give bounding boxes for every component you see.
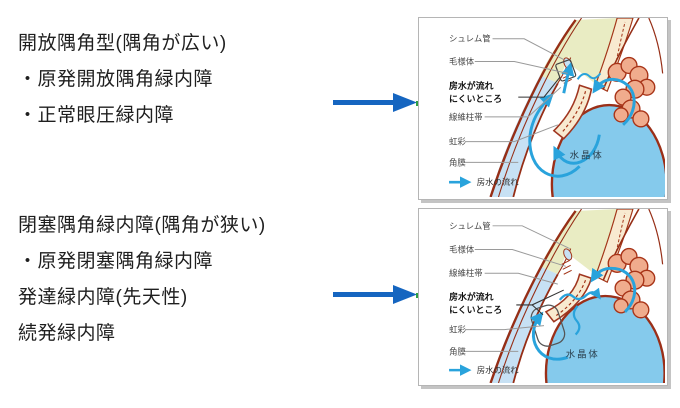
lens-label: 水晶体 [566,348,600,359]
flow-legend-label: 房水の流れ [477,177,520,187]
closed-angle-heading: 閉塞隅角緑内障(隅角が狭い) [18,215,266,236]
open-angle-item-1: ・原発開放隅角緑内障 [18,69,214,90]
trabecular-label: 線維柱帯 [449,268,483,278]
closed-angle-item-1: ・原発閉塞隅角緑内障 [18,251,214,272]
trabecular-meshwork-region [561,259,572,275]
open-angle-heading: 開放隅角型(隅角が広い) [18,33,227,54]
blockage-label-line2: にくいところ [449,305,502,315]
lens-label: 水晶体 [570,149,604,160]
open-angle-eye-diagram: シュレム管 毛様体 房水が流れ にくいところ 線維柱帯 虹彩 角膜 水晶体 房水… [449,18,665,197]
closed-angle-eye-diagram: シュレム管 毛様体 線維柱帯 房水が流れ にくいところ 虹彩 角膜 水晶体 房水… [449,209,665,383]
iris-region [552,84,593,140]
blockage-label-line1: 房水が流れ [449,291,494,302]
schlemm-label: シュレム管 [449,221,491,231]
closed-angle-item-2: 発達緑内障(先天性) [18,287,188,308]
blockage-label-line2: にくいところ [449,94,502,104]
eye-anatomy [489,209,665,383]
open-angle-diagram-panel: シュレム管 毛様体 房水が流れ にくいところ 線維柱帯 虹彩 角膜 水晶体 房水… [418,17,668,200]
lens-region [550,103,665,197]
cornea-region [490,266,558,383]
ciliary-body-region [607,56,656,128]
closed-angle-text-block: 閉塞隅角緑内障(隅角が狭い) ・原発閉塞隅角緑内障 発達緑内障(先天性) 続発緑… [18,208,266,352]
cornea-label: 角膜 [449,346,466,356]
flow-legend: 房水の流れ [449,364,520,376]
closed-angle-item-3: 続発緑内障 [18,323,116,344]
iris-label: 虹彩 [449,325,466,335]
leader-lines [464,225,570,352]
sclera-region [567,209,618,277]
leader-lines [464,38,568,163]
ciliary-body-region [607,247,656,319]
flow-legend-label: 房水の流れ [477,365,520,375]
schlemm-canal-region [563,248,573,261]
trabecular-label: 線維柱帯 [449,112,483,122]
blockage-leader-line [518,76,561,98]
open-angle-text-block: 開放隅角型(隅角が広い) ・原発開放隅角緑内障 ・正常眼圧緑内障 [18,26,227,134]
ciliary-label: 毛様体 [449,56,475,66]
ciliary-label: 毛様体 [449,245,475,255]
flow-arrows [528,62,636,178]
cornea-label: 角膜 [449,157,466,167]
pointer-arrow-icon [333,285,417,304]
flow-legend: 房水の流れ [449,176,520,188]
open-angle-item-2: ・正常眼圧緑内障 [18,105,175,126]
blockage-label-line1: 房水が流れ [449,80,494,91]
blockage-leader-lines [516,289,564,316]
iris-label: 虹彩 [449,137,466,147]
flow-arrows [529,266,637,361]
sclera-region [567,18,618,86]
schlemm-label: シュレム管 [449,34,491,44]
eye-anatomy [489,18,665,197]
closed-angle-diagram-panel: シュレム管 毛様体 線維柱帯 房水が流れ にくいところ 虹彩 角膜 水晶体 房水… [418,208,668,386]
pointer-arrow-icon [333,93,417,112]
